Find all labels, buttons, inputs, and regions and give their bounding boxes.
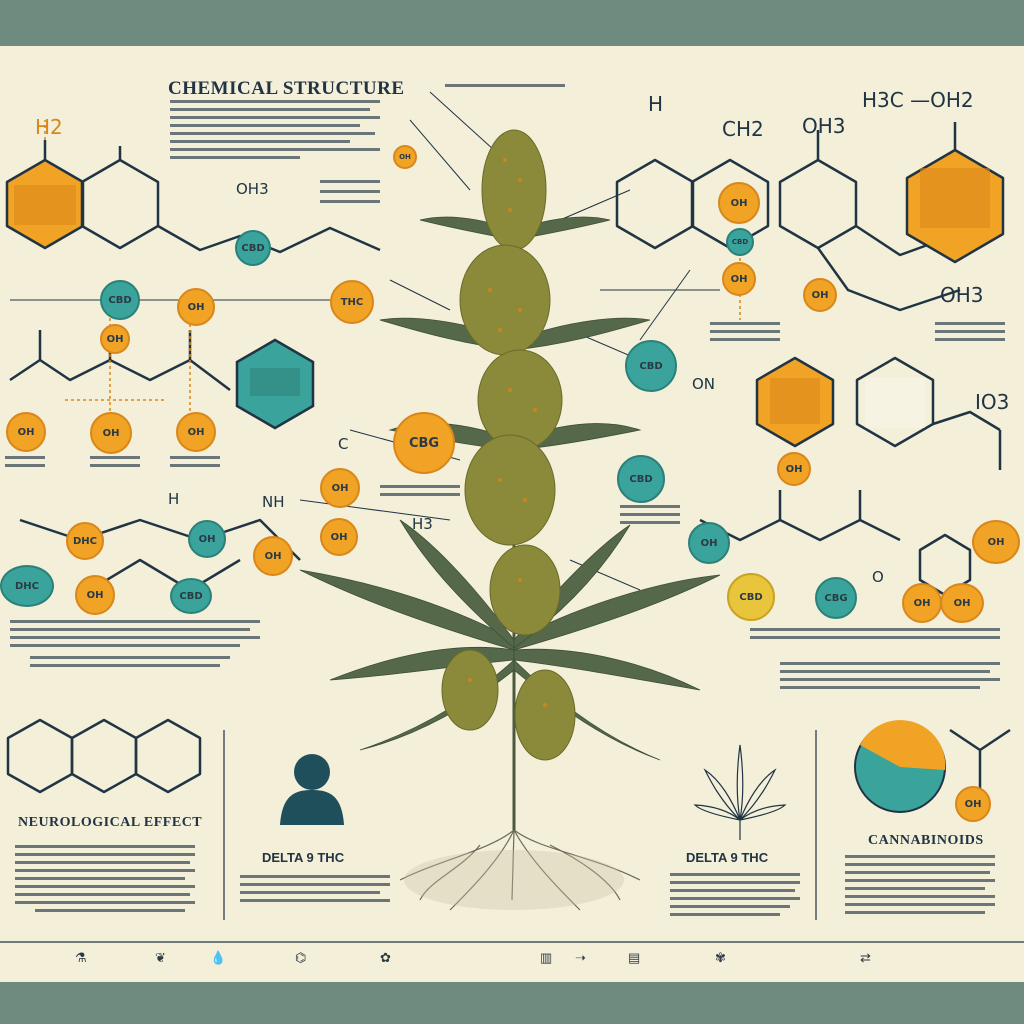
- oh-badge-8: OH: [253, 536, 293, 576]
- dhc-badge-2: DHC: [0, 565, 54, 607]
- page-title: CHEMICAL STRUCTURE: [168, 78, 405, 99]
- book-icon: ▤: [628, 950, 641, 965]
- delta-heading-1: DELTA 9 THC: [262, 850, 345, 865]
- oh-badge-20: OH: [955, 786, 991, 822]
- oh-badge-6: OH: [75, 575, 115, 615]
- oh-badge-14: OH: [940, 583, 984, 623]
- formula-oh3-left: OH3: [236, 180, 269, 198]
- oh-badge-11: OH: [393, 145, 417, 169]
- footer-item-5: ✿: [380, 948, 391, 968]
- formula-h3c-oh2: H3C —OH2: [862, 88, 974, 112]
- oh-badge-17: OH: [803, 278, 837, 312]
- formula-oh3-right: OH3: [940, 283, 984, 307]
- arrow-icon: ➝: [575, 950, 586, 965]
- formula-h-top: H: [648, 92, 664, 116]
- oh-badge-1: OH: [177, 288, 215, 326]
- footer-item-4: ⌬: [295, 948, 306, 968]
- oh-badge-3: OH: [6, 412, 46, 452]
- chg-badge: CBG: [393, 412, 455, 474]
- formula-h2-left: H2: [35, 115, 63, 139]
- footer-item-3: 💧: [210, 948, 226, 968]
- formula-h3-center: H3: [412, 515, 433, 533]
- person-icon: [280, 754, 344, 825]
- cbd-badge-yellow: CBD: [727, 573, 775, 621]
- footer-item-6: ▥: [540, 948, 552, 968]
- cannabinoids-pie: [854, 720, 946, 813]
- cbd-badge-6: CBD: [726, 228, 754, 256]
- oh-badge-7: OH: [188, 520, 226, 558]
- oh-badge-10: OH: [320, 518, 358, 556]
- cbd-badge-4: CBD: [625, 340, 677, 392]
- molecule-icon: ⌬: [295, 950, 307, 965]
- footer-item-1: ⚗: [75, 948, 87, 968]
- dhc-badge-1: DHC: [66, 522, 104, 560]
- formula-h: H: [168, 490, 180, 508]
- oh-badge-12: OH: [688, 522, 730, 564]
- oh-badge-16: OH: [777, 452, 811, 486]
- oh-badge-13: OH: [902, 583, 942, 623]
- leaf-icon: ❦: [155, 950, 166, 965]
- chart-icon: ▥: [540, 950, 553, 965]
- neuro-heading: NEUROLOGICAL EFFECT: [18, 815, 203, 830]
- cbd-badge-3: CBD: [170, 578, 212, 614]
- formula-nh: NH: [262, 493, 285, 511]
- oh-badge-5: OH: [176, 412, 216, 452]
- oh-badge-2: OH: [100, 324, 130, 354]
- delta-heading-2: DELTA 9 THC: [686, 850, 769, 865]
- oh-badge-18: OH: [718, 182, 760, 224]
- footer-item-2: ❦: [155, 948, 166, 968]
- plant-icon: ✾: [715, 950, 726, 965]
- footer-item-8: ▤: [628, 948, 640, 968]
- formula-io3: IO3: [975, 390, 1010, 414]
- formula-oh3-mid: OH3: [802, 114, 846, 138]
- thc-badge: THC: [330, 280, 374, 324]
- cbg-badge-teal: CBG: [815, 577, 857, 619]
- footer-item-10: ⇄: [860, 948, 871, 968]
- footer-item-9: ✾: [715, 948, 726, 968]
- cbd-badge-2: CBD: [100, 280, 140, 320]
- brain-icon: ✿: [380, 950, 391, 965]
- cbd-badge-5: CBD: [617, 455, 665, 503]
- oh-badge-19: OH: [722, 262, 756, 296]
- footer-item-7: ➝: [575, 948, 586, 968]
- formula-on: ON: [692, 375, 716, 393]
- cannabinoids-heading: CANNABINOIDS: [868, 833, 984, 848]
- oh-badge-9: OH: [320, 468, 360, 508]
- drop-icon: 💧: [210, 950, 227, 965]
- formula-c: C: [338, 435, 349, 453]
- cbd-badge-left: CBD: [235, 230, 271, 266]
- formula-ch2: CH2: [722, 117, 764, 141]
- cycle-icon: ⇄: [860, 950, 871, 965]
- flask-icon: ⚗: [75, 950, 87, 965]
- oh-badge-15: OH: [972, 520, 1020, 564]
- leaf-outline-icon: [693, 744, 787, 840]
- formula-o: O: [872, 568, 884, 586]
- oh-badge-4: OH: [90, 412, 132, 454]
